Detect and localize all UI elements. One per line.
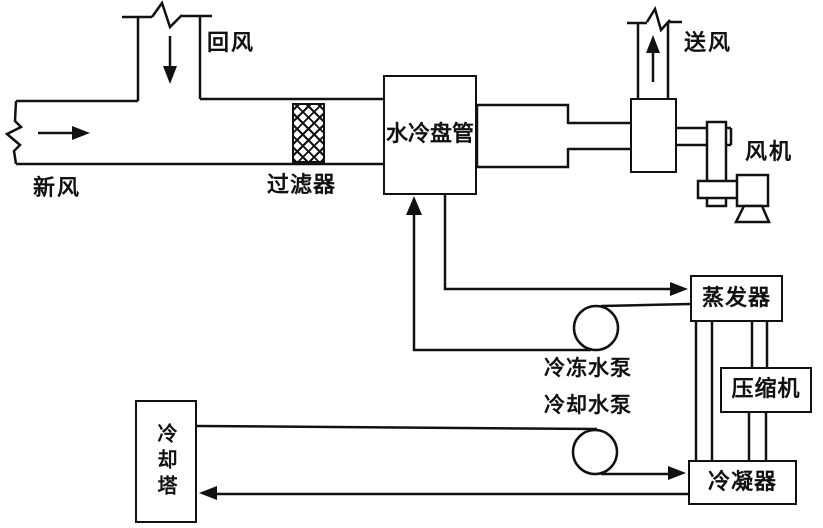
chilled-water-pump-label: 冷冻水泵 [544, 356, 632, 380]
chilled-water-pipes [412, 195, 691, 352]
return-air-arrowhead [163, 66, 177, 84]
to-evaporator-arrowhead [670, 282, 688, 296]
supply-air-arrowhead [646, 35, 660, 53]
cooling-water-pipes [196, 424, 688, 496]
cooling-coil-box: 水冷盘管 [383, 75, 477, 195]
condenser-label: 冷凝器 [707, 469, 777, 495]
cooling-water-pump-symbol [571, 428, 619, 476]
fan-label: 风机 [745, 140, 794, 165]
evaporator-label: 蒸发器 [701, 285, 771, 311]
fresh-air-label: 新风 [33, 176, 82, 201]
return-air-duct [122, 0, 212, 101]
compressor-box: 压缩机 [720, 367, 812, 413]
fresh-air-arrowhead [72, 126, 90, 140]
fan-assembly [677, 120, 771, 224]
fan-motor-base [733, 204, 771, 224]
cooling-tower-label: 冷却塔 [154, 422, 178, 501]
condenser-box: 冷凝器 [688, 460, 797, 505]
fan-housing-box [630, 98, 677, 173]
duct-break-supply-zigzag [645, 5, 671, 33]
chilled-water-pump-symbol [572, 304, 620, 352]
cooling-coil-label: 水冷盘管 [385, 122, 474, 147]
refrigerant-pipes [694, 322, 769, 460]
duct-break-left [4, 100, 24, 165]
filter-box [292, 103, 325, 163]
duct-break-top-zigzag [150, 0, 183, 30]
supply-air-label: 送风 [684, 31, 733, 56]
evaporator-box: 蒸发器 [690, 275, 783, 322]
filter-label: 过滤器 [267, 173, 337, 198]
to-cooling-tower-arrowhead [199, 486, 217, 500]
cooling-tower-box: 冷却塔 [135, 400, 197, 523]
return-air-label: 回风 [207, 31, 256, 56]
duct-transition-section [475, 103, 570, 169]
fan-motor [735, 173, 770, 208]
cooling-water-pump-label: 冷却水泵 [544, 393, 632, 417]
to-condenser-arrowhead [668, 466, 686, 480]
supply-air-duct [627, 5, 682, 98]
fan-shaft-bar [696, 179, 740, 200]
to-coil-arrowhead [406, 196, 422, 215]
main-duct-lines [4, 97, 383, 166]
compressor-label: 压缩机 [731, 377, 801, 402]
